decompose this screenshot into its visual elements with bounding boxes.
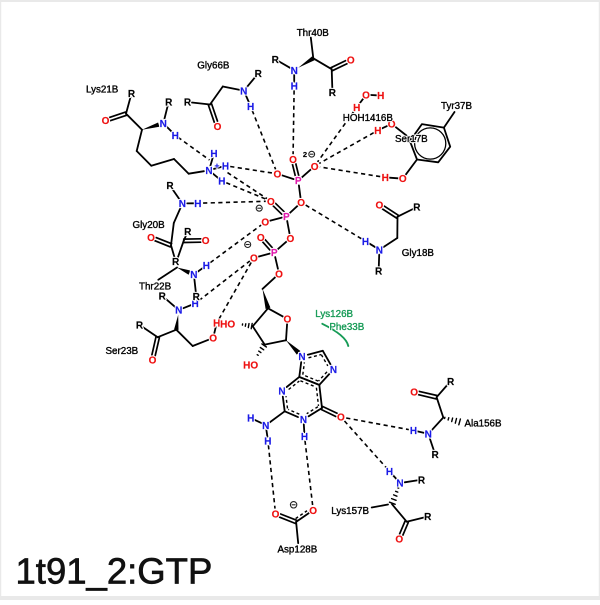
svg-text:H: H bbox=[291, 82, 298, 93]
svg-text:N: N bbox=[291, 66, 298, 77]
svg-text:O: O bbox=[337, 413, 345, 424]
svg-text:Phe33B: Phe33B bbox=[329, 322, 364, 333]
svg-text:N: N bbox=[175, 306, 182, 317]
svg-text:H: H bbox=[301, 432, 308, 443]
svg-text:R: R bbox=[375, 267, 383, 278]
svg-text:R: R bbox=[418, 475, 426, 486]
svg-text:Gly18B: Gly18B bbox=[402, 248, 435, 259]
svg-text:N: N bbox=[425, 429, 432, 440]
svg-text:R: R bbox=[413, 203, 421, 214]
svg-text:P: P bbox=[283, 212, 290, 223]
svg-text:N: N bbox=[330, 365, 337, 376]
svg-text:O: O bbox=[287, 234, 295, 245]
svg-text:N: N bbox=[205, 166, 212, 177]
svg-text:H: H bbox=[377, 91, 384, 102]
svg-text:O: O bbox=[147, 233, 155, 244]
svg-text:O: O bbox=[309, 506, 317, 517]
svg-text:O: O bbox=[347, 56, 355, 67]
svg-text:Asp128B: Asp128B bbox=[278, 545, 318, 556]
svg-text:HO: HO bbox=[243, 361, 258, 372]
svg-text:H: H bbox=[382, 173, 389, 184]
svg-text:R: R bbox=[424, 512, 432, 523]
svg-text:Ser17B: Ser17B bbox=[395, 134, 428, 145]
svg-text:R: R bbox=[255, 69, 263, 80]
svg-text:O: O bbox=[209, 334, 217, 345]
svg-text:O: O bbox=[297, 198, 305, 209]
svg-text:HOH1416B: HOH1416B bbox=[343, 113, 394, 124]
svg-text:H: H bbox=[410, 426, 417, 437]
svg-text:R: R bbox=[193, 292, 201, 303]
svg-text:N: N bbox=[240, 87, 247, 98]
svg-text:2: 2 bbox=[303, 150, 307, 159]
svg-text:H: H bbox=[386, 467, 393, 478]
svg-text:H: H bbox=[210, 149, 217, 160]
svg-text:O: O bbox=[399, 174, 407, 185]
svg-text:H: H bbox=[222, 162, 229, 173]
svg-text:O: O bbox=[261, 218, 269, 229]
svg-text:R: R bbox=[136, 321, 144, 332]
svg-text:1t91_2:GTP: 1t91_2:GTP bbox=[16, 551, 213, 592]
svg-text:Gly20B: Gly20B bbox=[133, 220, 166, 231]
svg-text:R: R bbox=[166, 181, 174, 192]
svg-text:P: P bbox=[271, 248, 278, 259]
svg-text:H: H bbox=[264, 436, 271, 447]
svg-text:N: N bbox=[396, 479, 403, 490]
svg-text:Lys21B: Lys21B bbox=[86, 85, 119, 96]
svg-text:R: R bbox=[128, 89, 136, 100]
svg-text:Gly66B: Gly66B bbox=[197, 61, 230, 72]
svg-text:H: H bbox=[362, 237, 369, 248]
svg-text:Thr40B: Thr40B bbox=[297, 28, 330, 39]
svg-text:N: N bbox=[278, 386, 285, 397]
svg-text:Thr22B: Thr22B bbox=[139, 282, 172, 293]
svg-text:O: O bbox=[376, 201, 384, 212]
svg-text:O: O bbox=[284, 315, 292, 326]
svg-text:R: R bbox=[447, 377, 455, 388]
svg-text:O: O bbox=[274, 170, 282, 181]
svg-text:HO: HO bbox=[220, 320, 235, 331]
svg-text:O: O bbox=[275, 270, 283, 281]
svg-text:Ser23B: Ser23B bbox=[106, 346, 139, 357]
svg-text:O: O bbox=[102, 116, 110, 127]
svg-text:N: N bbox=[160, 119, 167, 130]
svg-text:O: O bbox=[289, 155, 297, 166]
svg-text:O: O bbox=[202, 236, 210, 247]
svg-text:H: H bbox=[194, 199, 201, 210]
svg-text:N: N bbox=[179, 199, 186, 210]
svg-text:R: R bbox=[172, 257, 180, 268]
svg-text:R: R bbox=[184, 227, 192, 238]
svg-text:O: O bbox=[362, 91, 370, 102]
svg-text:H: H bbox=[247, 102, 254, 113]
svg-text:O: O bbox=[395, 535, 403, 546]
svg-text:Lys126B: Lys126B bbox=[315, 309, 353, 320]
svg-text:H: H bbox=[218, 177, 225, 188]
svg-text:O: O bbox=[257, 233, 265, 244]
svg-text:O: O bbox=[250, 253, 258, 264]
svg-text:R: R bbox=[165, 98, 173, 109]
svg-text:R: R bbox=[159, 292, 167, 303]
svg-text:N: N bbox=[262, 421, 269, 432]
svg-text:R: R bbox=[431, 450, 439, 461]
svg-text:N: N bbox=[376, 245, 383, 256]
svg-text:O: O bbox=[214, 122, 222, 133]
svg-text:O: O bbox=[149, 356, 157, 367]
svg-text:H: H bbox=[172, 131, 179, 142]
svg-text:N: N bbox=[300, 415, 307, 426]
svg-text:R: R bbox=[272, 55, 280, 66]
svg-text:O: O bbox=[272, 509, 280, 520]
svg-text:O: O bbox=[267, 197, 275, 208]
svg-text:Ala156B: Ala156B bbox=[465, 419, 503, 430]
svg-text:H: H bbox=[203, 261, 210, 272]
svg-text:R: R bbox=[184, 98, 192, 109]
svg-text:H: H bbox=[374, 126, 381, 137]
svg-text:R: R bbox=[329, 88, 337, 99]
svg-text:H: H bbox=[247, 414, 254, 425]
svg-text:O: O bbox=[410, 388, 418, 399]
svg-text:Tyr37B: Tyr37B bbox=[441, 101, 473, 112]
svg-text:Lys157B: Lys157B bbox=[331, 506, 369, 517]
svg-text:P: P bbox=[295, 176, 302, 187]
svg-text:O: O bbox=[311, 162, 319, 173]
svg-text:+: + bbox=[215, 160, 220, 170]
svg-text:N: N bbox=[190, 270, 197, 281]
svg-text:N: N bbox=[298, 352, 305, 363]
